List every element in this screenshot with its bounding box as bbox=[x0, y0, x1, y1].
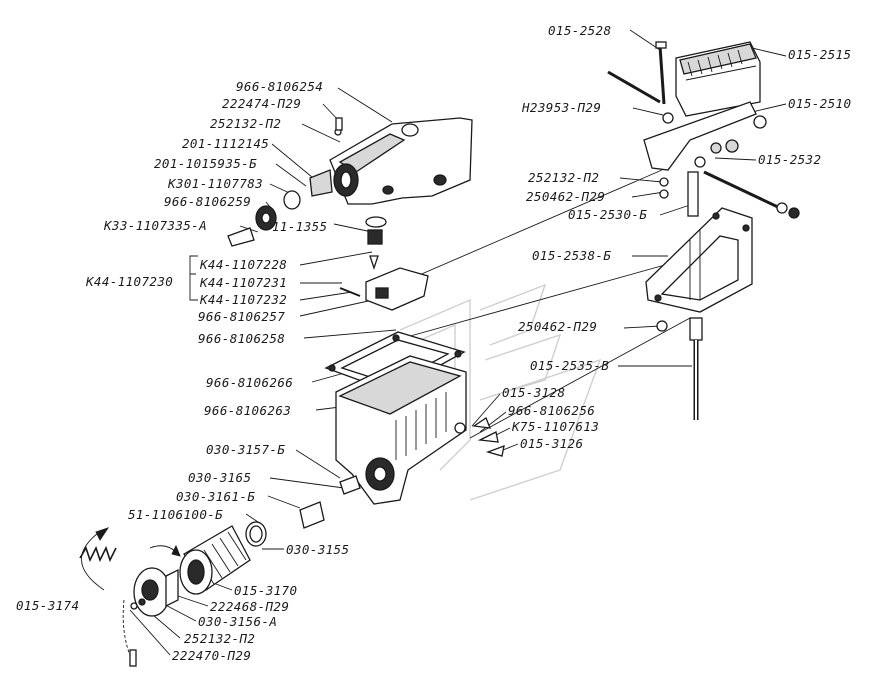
label-030-3161-6: 030-3161-Б bbox=[176, 489, 256, 504]
label-201-1015935-6: 201-1015935-Б bbox=[154, 156, 258, 171]
watermark-logo bbox=[399, 283, 602, 501]
label-966-8106257: 966-8106257 bbox=[198, 309, 286, 324]
label-250462-p29-b: 250462-П29 bbox=[518, 319, 598, 334]
label-966-8106258: 966-8106258 bbox=[198, 331, 286, 346]
label-015-3174: 015-3174 bbox=[16, 598, 80, 613]
label-015-3128: 015-3128 bbox=[502, 385, 566, 400]
label-015-2528: 015-2528 bbox=[548, 23, 612, 38]
label-252132-p2-bot: 252132-П2 bbox=[184, 631, 256, 646]
label-k301-1107783: К301-1107783 bbox=[168, 176, 264, 191]
label-k75-1107613: К75-1107613 bbox=[512, 419, 600, 434]
label-222468-p29: 222468-П29 bbox=[210, 599, 290, 614]
label-k44-1107231: К44-1107231 bbox=[200, 275, 288, 290]
label-252132-p2-top: 252132-П2 bbox=[210, 116, 282, 131]
screw-015-2528 bbox=[607, 41, 667, 105]
screw-222470-p29 bbox=[129, 602, 138, 667]
label-015-2538-6: 015-2538-Б bbox=[532, 248, 612, 263]
label-015-2530-6: 015-2530-Б bbox=[568, 207, 648, 222]
label-015-2532: 015-2532 bbox=[758, 152, 822, 167]
label-51-1106100-6: 51-1106100-Б bbox=[128, 507, 224, 522]
label-k44-1107228: К44-1107228 bbox=[200, 257, 288, 272]
label-201-1112145: 201-1112145 bbox=[182, 136, 270, 151]
cap-015-3170 bbox=[133, 567, 179, 617]
spring-015-3174 bbox=[79, 545, 117, 563]
label-030-3156-a: 030-3156-А bbox=[198, 614, 278, 629]
label-252132-p2-mid: 252132-П2 bbox=[528, 170, 600, 185]
label-966-8106266: 966-8106266 bbox=[206, 375, 294, 390]
label-966-8106254: 966-8106254 bbox=[236, 79, 324, 94]
label-030-3165: 030-3165 bbox=[188, 470, 252, 485]
label-k44-1107232: К44-1107232 bbox=[200, 292, 288, 307]
rod-015-2535 bbox=[656, 317, 703, 420]
label-k33-1107335-a: К33-1107335-А bbox=[104, 218, 208, 233]
bracket-015-2538 bbox=[645, 207, 753, 313]
label-015-3170: 015-3170 bbox=[234, 583, 298, 598]
pin-015-2530 bbox=[659, 170, 800, 219]
small-parts-bottom bbox=[245, 417, 505, 547]
cover-k44-1107232 bbox=[339, 267, 429, 311]
label-966-8106263: 966-8106263 bbox=[204, 403, 292, 418]
cylinder-030-3155 bbox=[179, 525, 251, 595]
label-015-3126: 015-3126 bbox=[520, 436, 584, 451]
label-11-1355: 11-1355 bbox=[272, 219, 328, 234]
label-030-3155: 030-3155 bbox=[286, 542, 350, 557]
label-222474-p29: 222474-П29 bbox=[222, 96, 302, 111]
fittings-left bbox=[227, 169, 387, 271]
label-250462-p29-a: 250462-П29 bbox=[526, 189, 606, 204]
plate-015-2510 bbox=[643, 101, 767, 171]
label-015-2535-b: 015-2535-В bbox=[530, 358, 610, 373]
label-k44-1107230: К44-1107230 bbox=[86, 274, 174, 289]
label-030-3157-6: 030-3157-Б bbox=[206, 442, 286, 457]
body-966-8106263 bbox=[335, 355, 467, 505]
label-966-8106259: 966-8106259 bbox=[164, 194, 252, 209]
clamp-block-015-2515 bbox=[675, 41, 761, 117]
label-222470-p29: 222470-П29 bbox=[172, 648, 252, 663]
label-015-2515: 015-2515 bbox=[788, 47, 852, 62]
label-h23953-p29: Н23953-П29 bbox=[522, 100, 602, 115]
label-015-2510: 015-2510 bbox=[788, 96, 852, 111]
label-966-8106256: 966-8106256 bbox=[508, 403, 596, 418]
valve-housing-966-8106254 bbox=[329, 117, 473, 205]
